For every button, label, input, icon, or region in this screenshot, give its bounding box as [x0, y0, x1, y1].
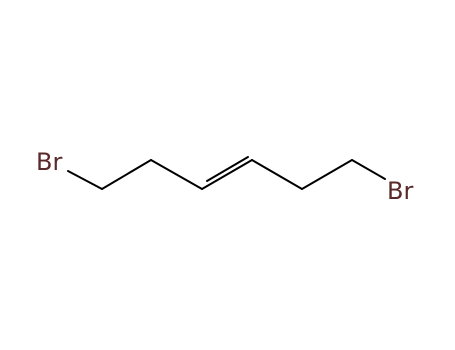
atom-label-bromine-right: Br [387, 177, 413, 205]
bond-c5-c6 [301, 159, 353, 190]
bond-c1-c2 [101, 159, 152, 190]
double-bond-main-line [201, 159, 253, 190]
bond-c2-c3 [150, 159, 203, 190]
double-bond-inner-line [206, 156, 249, 182]
double-bond-c3-c4 [201, 156, 253, 190]
bond-c4-c5 [251, 159, 303, 190]
atom-label-bromine-left: Br [36, 148, 62, 176]
bond-br-c1 [67, 170, 103, 190]
bond-c6-br [351, 159, 386, 180]
